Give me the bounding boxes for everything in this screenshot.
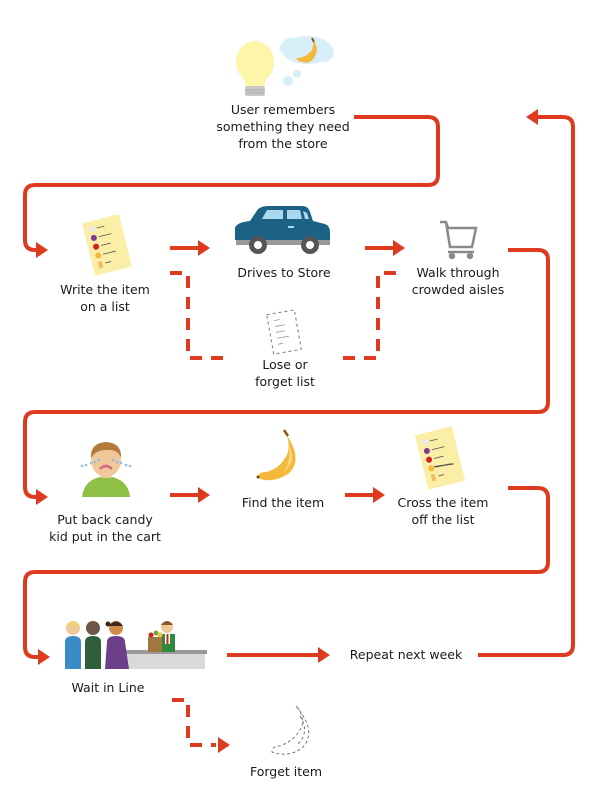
arrowhead xyxy=(198,487,210,503)
connector-remember-to-write xyxy=(23,115,440,252)
arrowhead xyxy=(198,240,210,256)
crossed-list-icon xyxy=(414,426,466,490)
step-label-remember: User remembers something they need from … xyxy=(216,102,350,151)
shopping-cart-icon xyxy=(440,220,478,260)
arrowhead xyxy=(36,242,48,258)
dashed-connector-write-to-lose xyxy=(170,271,228,360)
step-label-forget: Forget item xyxy=(249,764,323,779)
checkout-line-icon xyxy=(65,621,207,669)
crying-kid-icon xyxy=(80,442,132,497)
arrowhead xyxy=(218,737,230,753)
lost-list-icon xyxy=(266,309,302,355)
step-label-write: Write the item on a list xyxy=(60,282,150,314)
connector-cross-to-wait xyxy=(23,486,550,659)
step-label-drive: Drives to Store xyxy=(237,265,331,280)
banana-icon xyxy=(256,429,296,481)
arrowhead xyxy=(318,647,330,663)
dashed-connector-wait-to-forget xyxy=(172,698,216,747)
step-label-repeat: Repeat next week xyxy=(349,647,463,662)
step-label-putback: Put back candy kid put in the cart xyxy=(49,512,161,544)
shopping-list-icon xyxy=(82,214,132,276)
dashed-connector-lose-to-walk xyxy=(343,271,405,360)
forgotten-banana-icon xyxy=(271,705,310,755)
arrowhead xyxy=(36,489,48,505)
connector-repeat-to-remember xyxy=(478,115,575,657)
lightbulb-thought-icon xyxy=(236,36,334,96)
arrowhead xyxy=(38,649,50,665)
connector-walk-to-putback xyxy=(23,248,550,499)
step-label-cross: Cross the item off the list xyxy=(397,495,489,527)
car-icon xyxy=(235,206,330,254)
arrowhead xyxy=(526,109,538,125)
step-label-lose: Lose or forget list xyxy=(255,357,315,389)
arrowhead xyxy=(373,487,385,503)
step-label-walk: Walk through crowded aisles xyxy=(411,265,505,297)
step-label-wait: Wait in Line xyxy=(71,680,145,695)
arrowhead xyxy=(393,240,405,256)
step-label-find: Find the item xyxy=(241,495,325,510)
